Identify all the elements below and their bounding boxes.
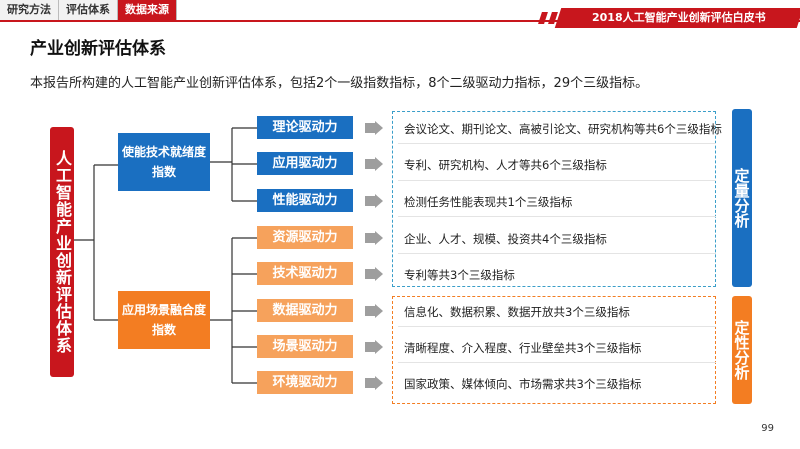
header-rule (0, 20, 800, 22)
arrow-right-icon (365, 231, 383, 245)
desc-data: 信息化、数据积累、数据开放共3个三级指标 (404, 305, 630, 319)
desc-technology: 专利等共3个三级指标 (404, 268, 515, 282)
desc-theory: 会议论文、期刊论文、高被引论文、研究机构等共6个三级指标 (404, 122, 722, 136)
qualitative-group-box (392, 296, 716, 404)
blue-connector (210, 127, 257, 202)
page-number: 99 (761, 423, 774, 434)
tab-evaluation-system[interactable]: 评估体系 (59, 0, 118, 20)
driver-data: 数据驱动力 (257, 299, 353, 322)
driver-scenario: 场景驱动力 (257, 335, 353, 358)
tab-research-method[interactable]: 研究方法 (0, 0, 59, 20)
arrow-right-icon (365, 121, 383, 135)
arrow-right-icon (365, 304, 383, 318)
orange-connector (210, 237, 257, 384)
root-node: 人工智能产业创新评估体系 (50, 127, 74, 377)
row-divider (398, 216, 716, 217)
driver-resource: 资源驱动力 (257, 226, 353, 249)
qualitative-analysis-label: 定性分析 (732, 296, 752, 404)
row-divider (398, 180, 716, 181)
desc-scenario: 清晰程度、介入程度、行业壁垒共3个三级指标 (404, 341, 642, 355)
arrow-right-icon (365, 157, 383, 171)
driver-application: 应用驱动力 (257, 152, 353, 175)
section-tabs: 研究方法 评估体系 数据来源 (0, 0, 177, 20)
row-divider (398, 143, 716, 144)
desc-environment: 国家政策、媒体倾向、市场需求共3个三级指标 (404, 377, 642, 391)
row-divider (398, 326, 716, 327)
tab-data-source[interactable]: 数据来源 (118, 0, 177, 20)
driver-performance: 性能驱动力 (257, 189, 353, 212)
level1-tech-readiness: 使能技术就绪度指数 (118, 133, 210, 191)
desc-application: 专利、研究机构、人才等共6个三级指标 (404, 158, 607, 172)
level1-scenario-fusion: 应用场景融合度指数 (118, 291, 210, 349)
quantitative-analysis-label: 定量分析 (732, 109, 752, 287)
driver-theory: 理论驱动力 (257, 116, 353, 139)
arrow-right-icon (365, 376, 383, 390)
quantitative-group-box (392, 111, 716, 287)
row-divider (398, 253, 716, 254)
arrow-right-icon (365, 194, 383, 208)
driver-environment: 环境驱动力 (257, 371, 353, 394)
page-title: 产业创新评估体系 (30, 39, 166, 59)
desc-performance: 检测任务性能表现共1个三级指标 (404, 195, 573, 209)
arrow-right-icon (365, 340, 383, 354)
row-divider (398, 362, 716, 363)
root-connector (74, 164, 118, 321)
arrow-right-icon (365, 267, 383, 281)
intro-text: 本报告所构建的人工智能产业创新评估体系，包括2个一级指数指标，8个二级驱动力指标… (30, 76, 649, 91)
driver-technology: 技术驱动力 (257, 262, 353, 285)
desc-resource: 企业、人才、规模、投资共4个三级指标 (404, 232, 607, 246)
